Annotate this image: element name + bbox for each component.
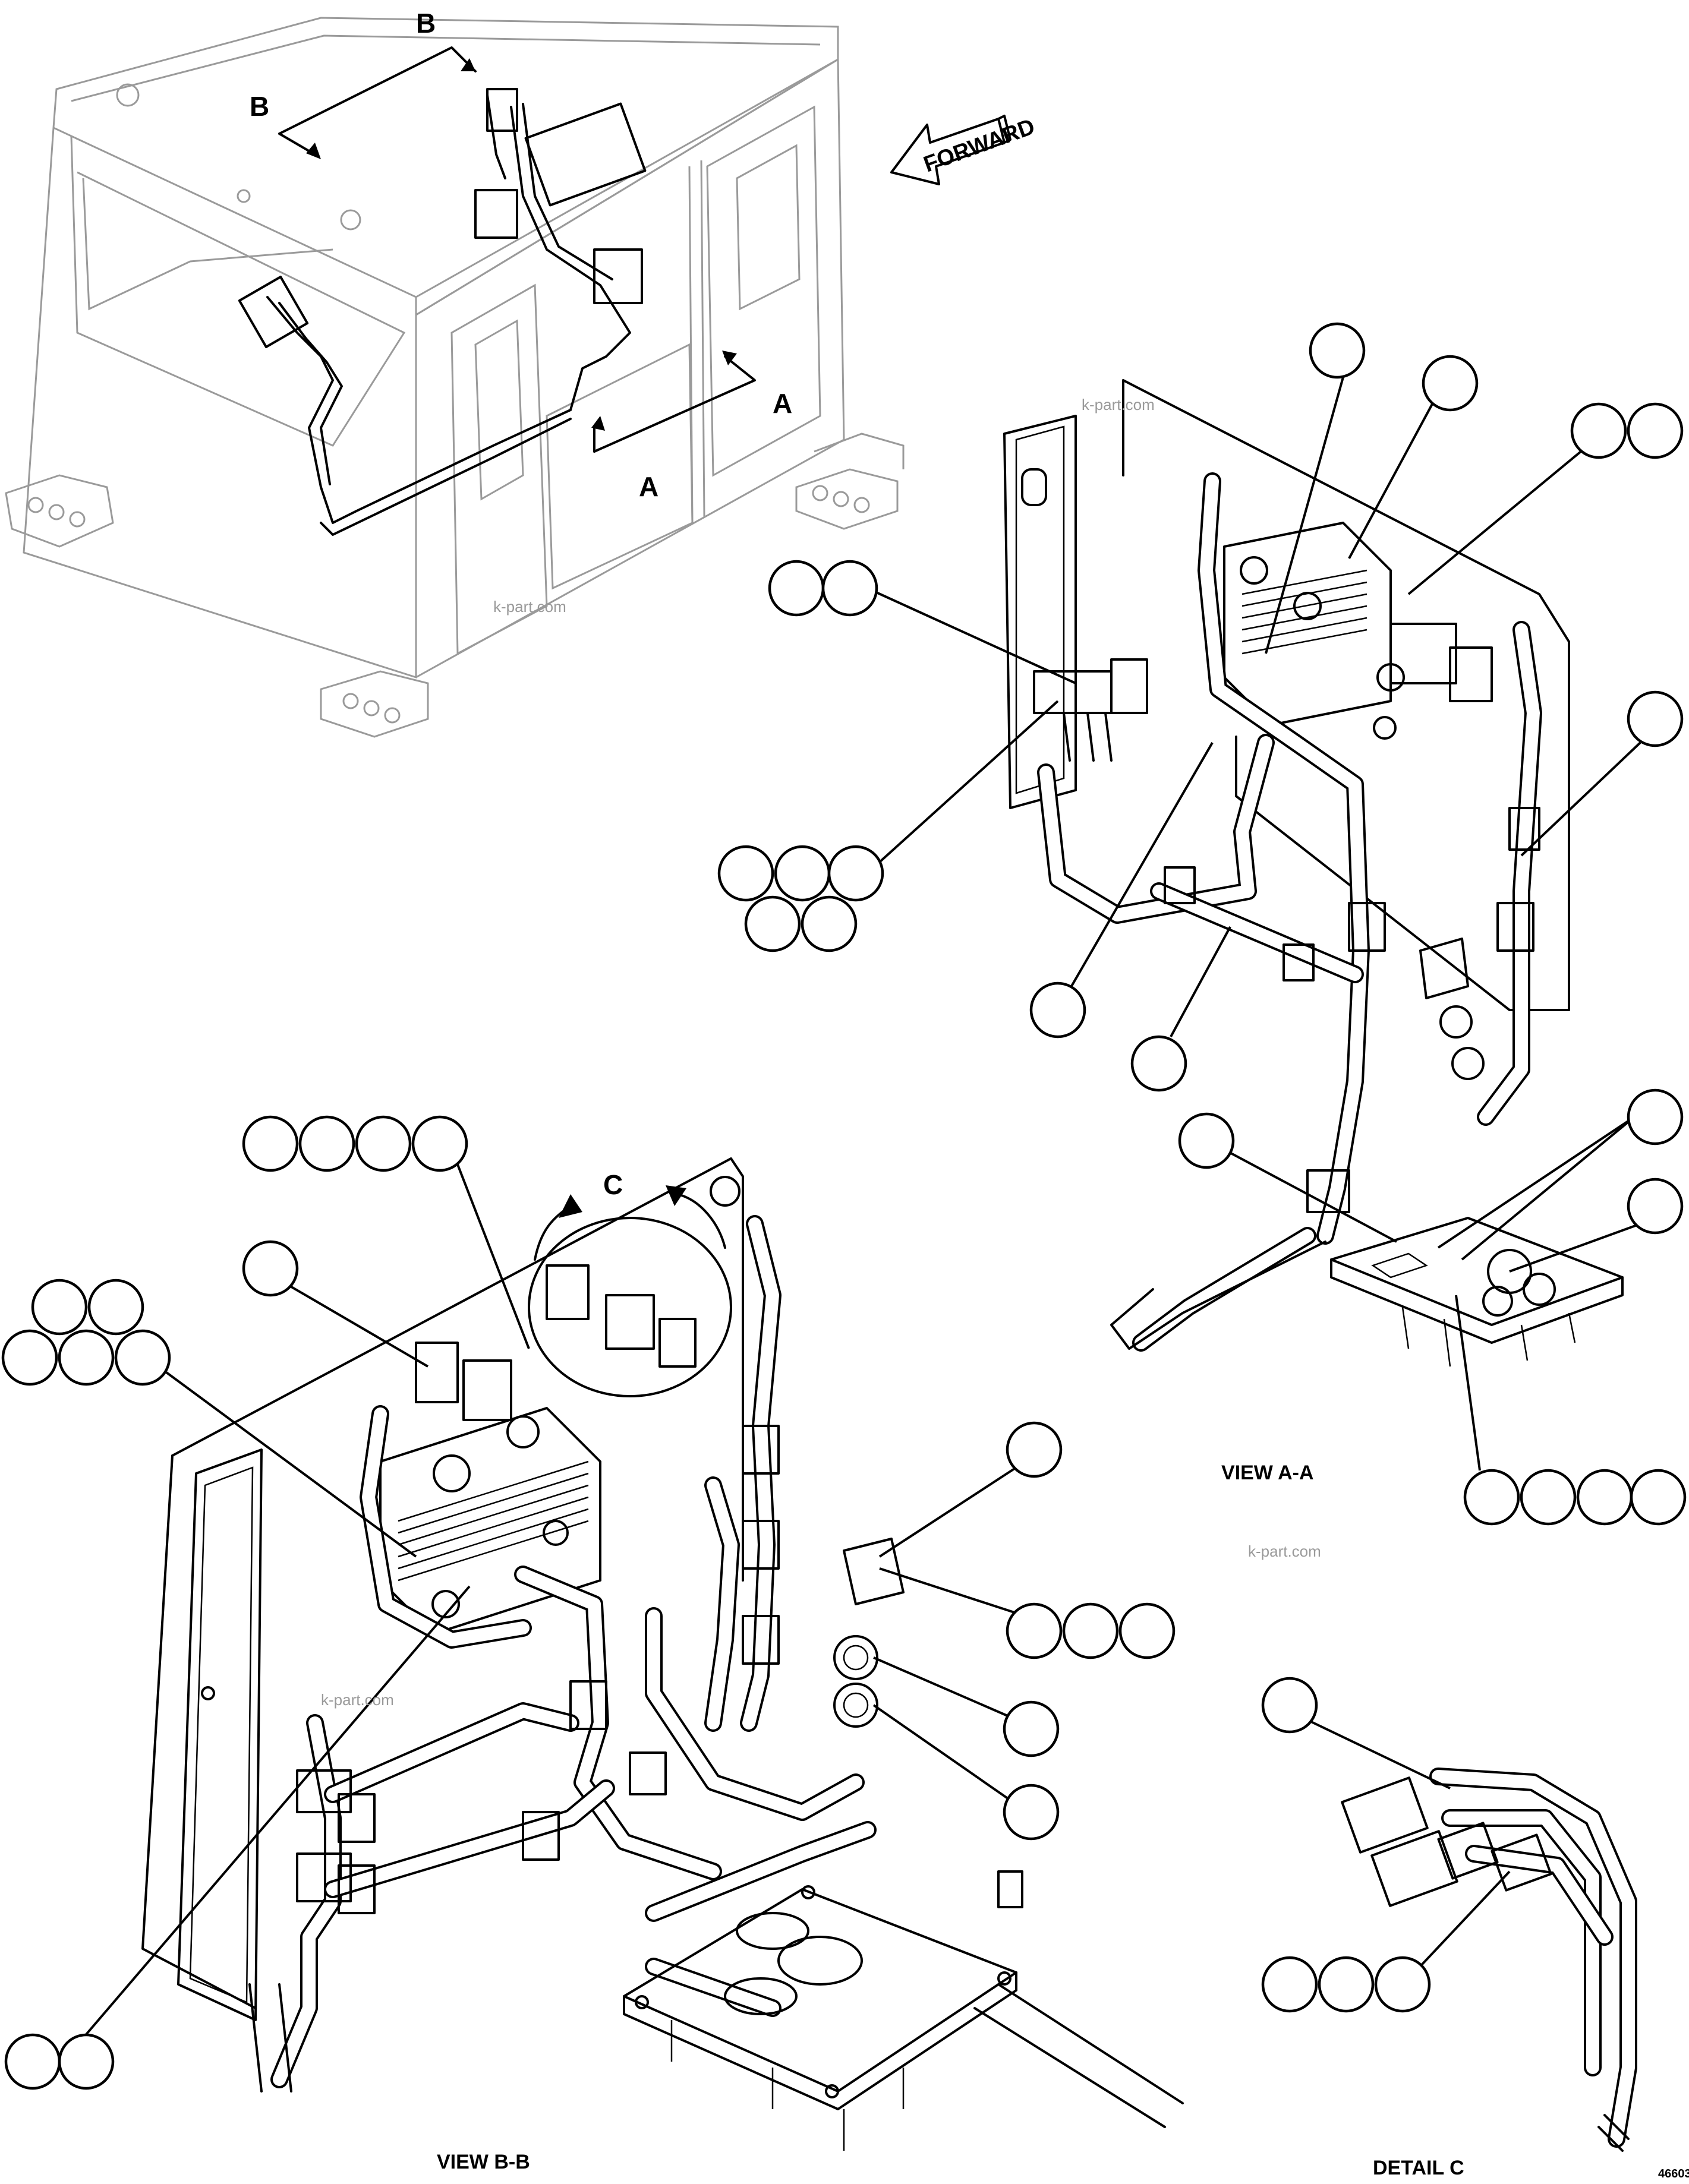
callout-balloon xyxy=(1130,1035,1187,1092)
watermark: k-part.com xyxy=(1248,1542,1321,1560)
callout-balloon xyxy=(355,1115,412,1172)
callout-balloon xyxy=(1627,402,1684,459)
callout-balloon xyxy=(1627,1088,1684,1145)
callout-balloon xyxy=(1570,402,1627,459)
callout-balloon xyxy=(1118,1602,1176,1659)
callout-balloon xyxy=(242,1240,299,1297)
forward-label: FORWARD xyxy=(921,114,1038,177)
callout-balloon xyxy=(827,845,884,902)
callout-balloon xyxy=(411,1115,468,1172)
callout-balloon xyxy=(1627,690,1684,747)
callout-balloon xyxy=(87,1279,144,1336)
callout-balloon xyxy=(1463,1469,1520,1526)
section-b-label-top: B xyxy=(416,8,436,39)
callout-balloon xyxy=(1062,1602,1119,1659)
callout-balloon xyxy=(1374,1956,1431,2013)
callout-balloon xyxy=(298,1115,355,1172)
callouts xyxy=(1,322,1687,2090)
callout-balloon xyxy=(1309,322,1366,379)
detail-c xyxy=(1341,1768,1637,2152)
callout-balloon xyxy=(1006,1421,1063,1478)
callout-balloon xyxy=(4,2033,61,2090)
callout-balloon xyxy=(1630,1469,1687,1526)
view-aa-title: VIEW A-A xyxy=(1221,1462,1314,1484)
detail-c-marker: C xyxy=(603,1169,623,1200)
watermark: k-part.com xyxy=(321,1691,394,1709)
callout-balloon xyxy=(1261,1677,1318,1734)
callout-balloon xyxy=(1318,1956,1375,2013)
callout-balloon xyxy=(1178,1112,1235,1169)
callout-balloon xyxy=(717,845,774,902)
callout-balloon xyxy=(1422,355,1479,412)
callout-balloon xyxy=(1627,1178,1684,1235)
section-a-label-bottom: A xyxy=(639,471,658,502)
detail-c-title: DETAIL C xyxy=(1373,2157,1464,2179)
callout-balloon xyxy=(58,1329,115,1386)
callout-balloon xyxy=(1520,1469,1577,1526)
callout-balloon xyxy=(768,560,825,617)
callout-balloon xyxy=(1261,1956,1318,2013)
callout-balloon xyxy=(1003,1784,1060,1841)
callout-balloon xyxy=(114,1329,171,1386)
drawing-number: 46603 xyxy=(1658,2167,1689,2180)
section-a-label-right: A xyxy=(773,388,792,419)
watermark: k-part.com xyxy=(1082,396,1155,414)
callout-balloon xyxy=(242,1115,299,1172)
callout-balloon xyxy=(1,1329,58,1386)
callout-balloon xyxy=(744,895,801,952)
callout-balloon xyxy=(821,560,878,617)
callout-balloon xyxy=(1003,1700,1060,1757)
view-bb: C xyxy=(141,1157,1184,2151)
callout-balloon xyxy=(801,895,858,952)
callout-balloon xyxy=(774,845,831,902)
section-b-label-left: B xyxy=(250,91,269,122)
callout-balloon xyxy=(31,1279,88,1336)
view-aa xyxy=(1003,379,1624,1367)
watermark: k-part.com xyxy=(493,598,566,616)
callout-balloon xyxy=(1029,981,1086,1039)
forward-arrow: FORWARD xyxy=(890,114,1038,185)
callout-balloon xyxy=(58,2033,115,2090)
view-bb-title: VIEW B-B xyxy=(437,2151,530,2173)
cab-overview: B B A A xyxy=(5,8,905,738)
callout-balloon xyxy=(1576,1469,1633,1526)
callout-balloon xyxy=(1006,1602,1063,1659)
